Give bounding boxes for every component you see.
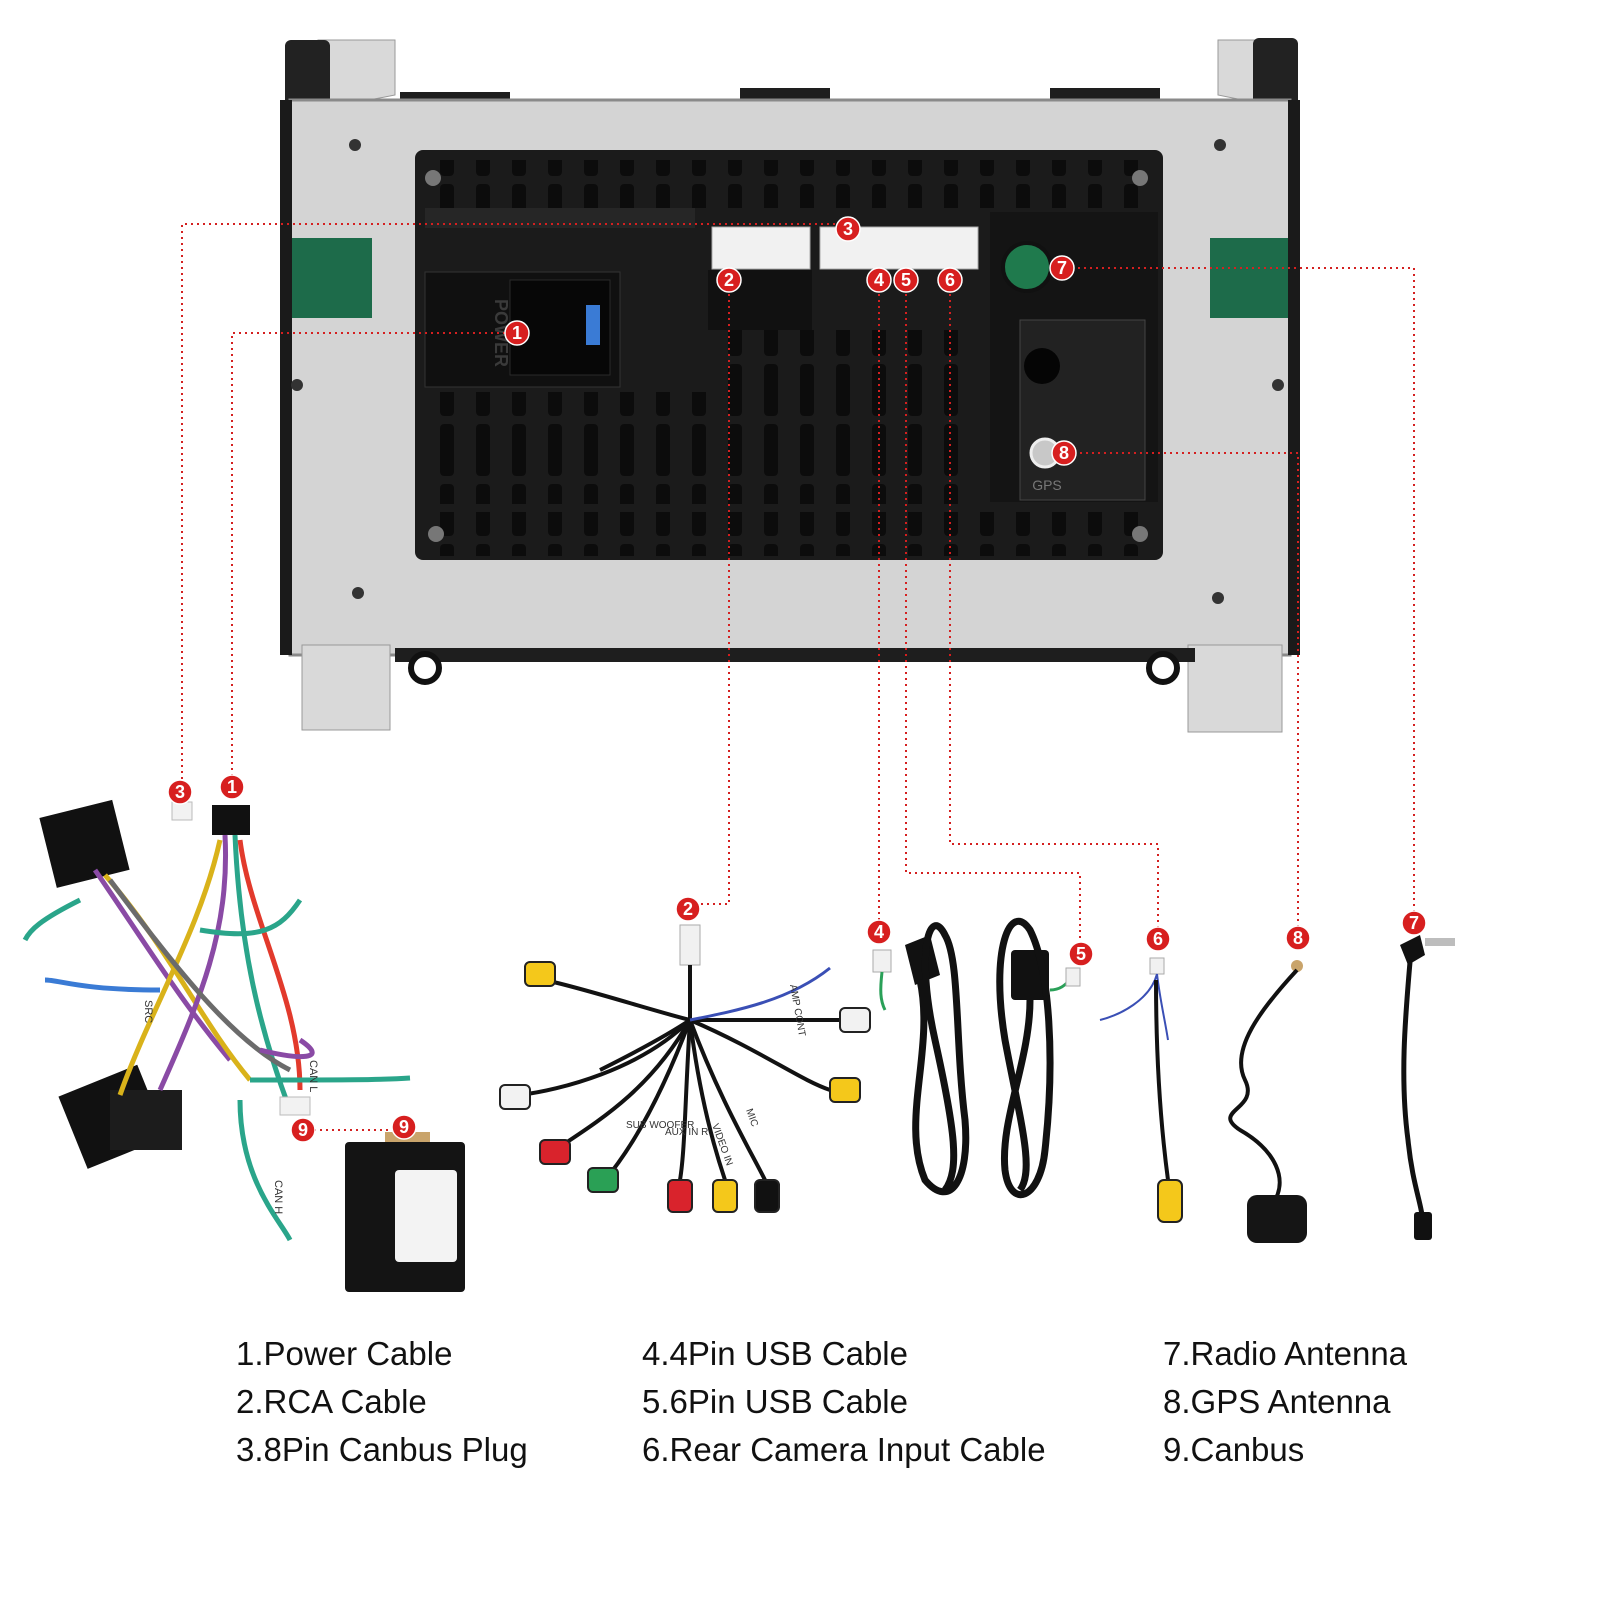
callout-6-unit: 6 bbox=[937, 267, 963, 293]
svg-text:5: 5 bbox=[901, 270, 911, 290]
mount-ear-bottom-right bbox=[1187, 644, 1283, 733]
callout-3-accessory: 3 bbox=[167, 779, 193, 805]
svg-text:1: 1 bbox=[227, 777, 237, 797]
mount-ear-bottom-left bbox=[301, 644, 391, 731]
callout-2-unit: 2 bbox=[716, 267, 742, 293]
callout-5-accessory: 5 bbox=[1068, 941, 1094, 967]
rca-tag-amp-cont: AMP CONT bbox=[787, 984, 807, 1038]
svg-text:3: 3 bbox=[175, 782, 185, 802]
legend-column-2: 4.4Pin USB Cable 5.6Pin USB Cable 6.Rear… bbox=[642, 1330, 1046, 1474]
rca-tag-mic: MIC bbox=[743, 1107, 760, 1128]
power-socket-label: POWER bbox=[491, 299, 511, 367]
callout-7-accessory: 7 bbox=[1401, 910, 1427, 936]
svg-text:9: 9 bbox=[399, 1117, 409, 1137]
callout-8-accessory: 8 bbox=[1285, 925, 1311, 951]
callout-9-canbus-box: 9 bbox=[391, 1114, 417, 1140]
line-3-canbus-plug bbox=[181, 223, 835, 782]
pcb-window-left bbox=[292, 238, 372, 318]
rca-cable: AMP CONT AUX IN R MIC VIDEO IN SUB WOOFE… bbox=[499, 924, 871, 1213]
svg-text:7: 7 bbox=[1057, 258, 1067, 278]
callout-8-unit: 8 bbox=[1051, 440, 1077, 466]
svg-text:2: 2 bbox=[724, 270, 734, 290]
line-6-camera bbox=[949, 282, 1159, 930]
svg-text:2: 2 bbox=[683, 899, 693, 919]
line-5-usb6 bbox=[905, 282, 1081, 946]
svg-text:9: 9 bbox=[298, 1120, 308, 1140]
legend-item-canbus: 9.Canbus bbox=[1163, 1431, 1305, 1468]
legend-column-1: 1.Power Cable 2.RCA Cable 3.8Pin Canbus … bbox=[236, 1330, 528, 1474]
svg-text:5: 5 bbox=[1076, 944, 1086, 964]
bracket-top-right bbox=[1253, 38, 1298, 118]
head-unit: POWER GPS bbox=[280, 38, 1300, 733]
callout-4-accessory: 4 bbox=[866, 919, 892, 945]
power-harness: CAN L CAN H SRC bbox=[22, 799, 411, 1242]
callout-4-unit: 4 bbox=[866, 267, 892, 293]
svg-text:3: 3 bbox=[843, 219, 853, 239]
svg-text:6: 6 bbox=[945, 270, 955, 290]
legend-item-power-cable: 1.Power Cable bbox=[236, 1335, 453, 1372]
callouts: 1 2 3 4 5 6 7 8 3 1 2 4 5 6 8 7 9 9 bbox=[167, 216, 1427, 1143]
svg-text:1: 1 bbox=[512, 323, 522, 343]
line-7-radio bbox=[1072, 267, 1415, 912]
harness-tag-can-l: CAN L bbox=[307, 1060, 319, 1092]
legend-item-rear-camera: 6.Rear Camera Input Cable bbox=[642, 1431, 1046, 1468]
harness-tag-can-h: CAN H bbox=[272, 1180, 284, 1214]
svg-text:8: 8 bbox=[1059, 443, 1069, 463]
svg-text:7: 7 bbox=[1409, 913, 1419, 933]
svg-text:8: 8 bbox=[1293, 928, 1303, 948]
radio-antenna-port bbox=[1001, 241, 1053, 293]
legend-item-usb6: 5.6Pin USB Cable bbox=[642, 1383, 908, 1420]
legend-column-3: 7.Radio Antenna 8.GPS Antenna 9.Canbus bbox=[1163, 1330, 1407, 1474]
callout-5-unit: 5 bbox=[893, 267, 919, 293]
harness-tag-src: SRC bbox=[142, 1000, 154, 1023]
callout-1-unit: 1 bbox=[504, 320, 530, 346]
svg-text:4: 4 bbox=[874, 270, 884, 290]
legend-item-usb4: 4.4Pin USB Cable bbox=[642, 1335, 908, 1372]
callout-2-accessory: 2 bbox=[675, 896, 701, 922]
line-8-gps bbox=[1074, 452, 1299, 926]
legend-item-rca-cable: 2.RCA Cable bbox=[236, 1383, 427, 1420]
legend-item-radio-antenna: 7.Radio Antenna bbox=[1163, 1335, 1408, 1372]
svg-text:4: 4 bbox=[874, 922, 884, 942]
callout-3-unit: 3 bbox=[835, 216, 861, 242]
pcb-window-right bbox=[1210, 238, 1288, 318]
svg-text:6: 6 bbox=[1153, 929, 1163, 949]
legend-item-canbus-plug: 3.8Pin Canbus Plug bbox=[236, 1431, 528, 1468]
usb-4pin-cable bbox=[872, 922, 970, 1196]
legend-item-gps-antenna: 8.GPS Antenna bbox=[1163, 1383, 1391, 1420]
radio-antenna bbox=[1400, 935, 1455, 1240]
gps-port-label: GPS bbox=[1032, 477, 1062, 493]
callout-9-harness: 9 bbox=[290, 1117, 316, 1143]
callout-7-unit: 7 bbox=[1049, 255, 1075, 281]
rca-connector-port bbox=[711, 226, 811, 270]
gps-antenna bbox=[1228, 960, 1307, 1243]
canbus-box bbox=[345, 1132, 465, 1292]
callout-6-accessory: 6 bbox=[1145, 926, 1171, 952]
rca-tag-aux-in-r: AUX IN R bbox=[665, 1127, 708, 1138]
callout-1-accessory: 1 bbox=[219, 774, 245, 800]
rca-tag-sub-woofer: SUB WOOFER bbox=[626, 1120, 694, 1131]
rear-camera-cable bbox=[1099, 957, 1183, 1223]
usb-6pin-cable bbox=[996, 917, 1081, 1199]
connector-lines bbox=[181, 223, 1415, 1131]
line-2-rca bbox=[698, 282, 730, 905]
